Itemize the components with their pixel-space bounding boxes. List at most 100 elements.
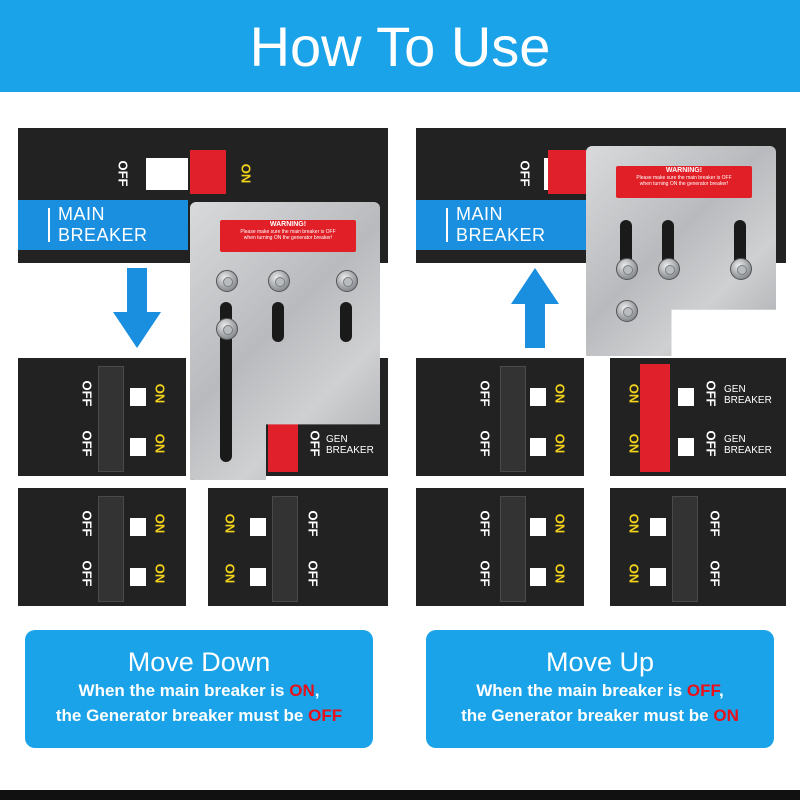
interlock-plate: WARNING! Please make sure the main break… (586, 146, 776, 356)
switch-slot (530, 518, 546, 536)
on-label: ON (626, 433, 642, 454)
switch-slot (678, 388, 694, 406)
caption-line-2: the Generator breaker must be OFF (25, 703, 373, 728)
breaker-handle (500, 496, 526, 602)
state-off-text: OFF (686, 681, 720, 700)
caption-text: the Generator breaker must be (461, 706, 714, 725)
switch-slot (130, 568, 146, 586)
off-label: OFF (707, 560, 723, 587)
on-label: ON (152, 563, 168, 584)
bolt-icon (616, 258, 638, 280)
breaker-handle (500, 366, 526, 472)
main-on-label: ON (238, 163, 254, 184)
switch-slot (130, 388, 146, 406)
switch-slot (130, 518, 146, 536)
switch-slot (530, 568, 546, 586)
state-off-text: OFF (308, 706, 343, 725)
off-label: OFF (477, 430, 493, 457)
switch-slot (130, 438, 146, 456)
warning-text: when turning ON the generator breaker! (243, 235, 333, 241)
breaker-row-d: ON ON OFF OFF (610, 488, 786, 606)
caption-move-up: Move Up When the main breaker is OFF, th… (426, 630, 774, 748)
header-banner: How To Use (0, 0, 800, 92)
switch-slot (250, 568, 266, 586)
breaker-handle (272, 496, 298, 602)
warning-text: Please make sure the main breaker is OFF (240, 229, 336, 235)
breaker-handle (98, 366, 124, 472)
off-label: OFF (477, 560, 493, 587)
caption-text: When the main breaker is (476, 681, 687, 700)
warning-text: Please make sure the main breaker is OFF (636, 175, 732, 181)
off-label: OFF (307, 430, 323, 457)
gen-breaker-box: ON ON OFF OFF GEN BREAKER GEN BREAKER (610, 358, 786, 476)
panel-move-down: OFF ON MAIN BREAKER OFF OFF ON ON OFF OF… (18, 128, 388, 618)
main-breaker-handle (190, 150, 226, 194)
caption-title: Move Up (545, 647, 655, 677)
main-breaker-label: MAIN BREAKER (416, 200, 586, 250)
off-label: OFF (703, 430, 719, 457)
on-label: ON (552, 563, 568, 584)
caption-move-down: Move Down When the main breaker is ON, t… (25, 630, 373, 748)
breaker-handle (98, 496, 124, 602)
off-label: OFF (305, 510, 321, 537)
caption-line-1: When the main breaker is ON, (25, 678, 373, 703)
caption-line-1: When the main breaker is OFF, (426, 678, 774, 703)
main-off-label: OFF (115, 160, 131, 187)
warning-sticker: WARNING! Please make sure the main break… (616, 166, 752, 198)
arrow-down-icon (113, 268, 161, 348)
off-label: OFF (703, 380, 719, 407)
on-label: ON (626, 563, 642, 584)
warning-text: when turning ON the generator breaker! (639, 181, 729, 187)
plate-slot (220, 302, 232, 462)
warning-sticker: WARNING! Please make sure the main break… (220, 220, 356, 252)
breaker-row-a: OFF OFF ON ON (18, 358, 186, 476)
main-label-line1: MAIN (456, 204, 503, 224)
switch-slot (530, 388, 546, 406)
gen-breaker-label: GEN BREAKER (326, 434, 374, 456)
gen-breaker-label: GEN BREAKER (724, 384, 772, 406)
switch-slot (250, 518, 266, 536)
caption-text: When the main breaker is (78, 681, 290, 700)
main-breaker-box: OFF ON MAIN BREAKER (18, 128, 388, 263)
footer-bar (0, 790, 800, 800)
on-label: ON (626, 383, 642, 404)
main-label-line2: BREAKER (456, 225, 546, 245)
state-on-text: ON (289, 681, 315, 700)
on-label: ON (152, 513, 168, 534)
plate-slot (340, 302, 352, 342)
on-label: ON (222, 513, 238, 534)
off-label: OFF (79, 510, 95, 537)
warning-title: WARNING! (269, 221, 307, 228)
main-breaker-label: MAIN BREAKER (18, 200, 188, 250)
label-stripe (48, 208, 50, 242)
switch-slot (650, 568, 666, 586)
switch-slot (650, 518, 666, 536)
page-title: How To Use (249, 14, 551, 78)
on-label: ON (152, 383, 168, 404)
caption-text: the Generator breaker must be (55, 706, 309, 725)
plate-slot (272, 302, 284, 342)
label-stripe (446, 208, 448, 242)
gen-breaker-handle (640, 364, 670, 472)
main-label-line1: MAIN (58, 204, 105, 224)
off-label: OFF (79, 430, 95, 457)
switch-slot (530, 438, 546, 456)
bolt-icon (216, 270, 238, 292)
bolt-icon (730, 258, 752, 280)
main-switch-slot (146, 158, 188, 190)
main-label-line2: BREAKER (58, 225, 148, 245)
state-on-text: ON (713, 706, 739, 725)
arrow-up-icon (511, 268, 559, 348)
on-label: ON (222, 563, 238, 584)
plate-slot (734, 220, 746, 270)
on-label: ON (152, 433, 168, 454)
off-label: OFF (305, 560, 321, 587)
breaker-row-b: OFF OFF ON ON (416, 488, 584, 606)
gen-breaker-label: GEN BREAKER (724, 434, 772, 456)
bolt-icon (616, 300, 638, 322)
on-label: ON (626, 513, 642, 534)
breaker-row-a: OFF OFF ON ON (416, 358, 584, 476)
off-label: OFF (477, 510, 493, 537)
warning-title: WARNING! (665, 167, 703, 174)
plate-slot (662, 220, 674, 270)
